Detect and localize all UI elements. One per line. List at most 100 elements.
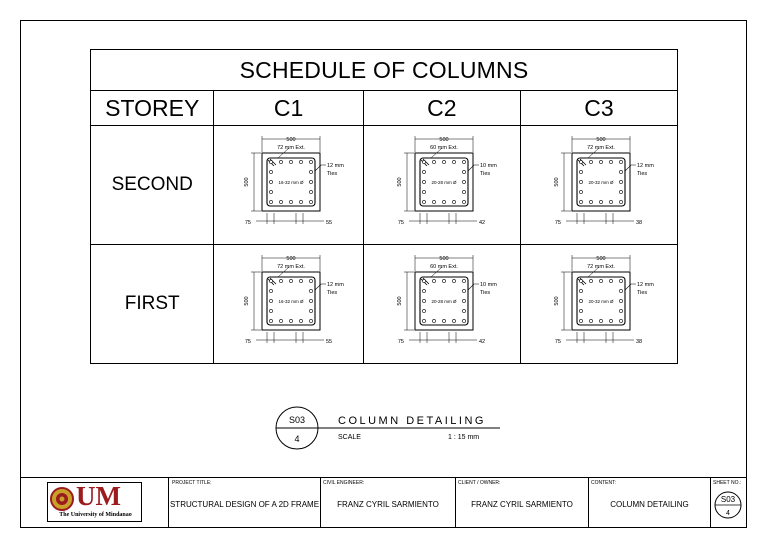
rebar-dot — [461, 200, 466, 204]
schedule-row-second: SECOND 500 72 mm Ext. 500 16-32 mm Ø 12 mm Ø… — [89, 125, 679, 245]
rebar-dot — [589, 279, 593, 283]
rebar-dot — [579, 309, 583, 313]
header-c3: C3 — [519, 90, 679, 126]
title-block-divider — [320, 477, 321, 527]
rebar-dot — [579, 200, 583, 204]
rebar-dot — [461, 160, 466, 164]
column-outline — [571, 152, 631, 212]
rebar-dot — [268, 180, 273, 184]
rebar-label: 16-32 mm Ø — [278, 180, 304, 185]
rebar-label: 20-28 mm Ø — [431, 180, 457, 185]
header-storey: STOREY — [89, 90, 215, 126]
rebar-dot — [421, 200, 426, 204]
rebar-dot — [288, 200, 293, 204]
rebar-dot — [619, 319, 623, 323]
rebar-label: 16-32 mm Ø — [278, 299, 304, 304]
rebar-dot — [268, 289, 273, 293]
dim-left-cover: 75 — [244, 220, 250, 226]
rebar-dot — [308, 180, 313, 184]
rebar-dot — [579, 289, 583, 293]
ties-size-label: 10 mm Ø — [480, 282, 497, 288]
dim-left-cover: 75 — [398, 220, 404, 226]
ties-size-label: 12 mm Ø — [327, 163, 344, 169]
storey-label-second: SECOND — [89, 125, 215, 245]
ext-leader — [430, 147, 442, 159]
title-block-divider — [455, 477, 456, 527]
rebar-dot — [461, 319, 466, 323]
ties-word-label: Ties — [637, 290, 647, 296]
title-block-top-line — [20, 477, 747, 478]
rebar-dot — [589, 160, 593, 164]
column-outline — [414, 152, 474, 212]
rebar-dot — [278, 160, 283, 164]
rebar-dot — [298, 279, 303, 283]
drawing-sheet-border — [20, 20, 747, 528]
rebar-dot — [441, 160, 446, 164]
sheet-no-label: SHEET NO.: — [713, 480, 742, 486]
tie-leader — [314, 164, 326, 172]
rebar-dot — [461, 309, 466, 313]
rebar-dot — [421, 180, 426, 184]
dim-height-label: 500 — [554, 177, 560, 186]
ties-word-label: Ties — [637, 171, 647, 177]
dim-width-label: 500 — [439, 137, 448, 143]
detail-scale-value: 1 : 15 mm — [448, 434, 479, 441]
rebar-dot — [308, 190, 313, 194]
sheet-sub-number: 4 — [726, 510, 730, 517]
tie-leader — [624, 283, 636, 291]
tie-stirrup — [576, 276, 626, 326]
rebar-dot — [308, 319, 313, 323]
rebar-dot — [268, 160, 273, 164]
ext-label: 72 mm Ext. — [587, 264, 615, 270]
rebar-dot — [431, 200, 436, 204]
rebar-dot — [308, 170, 313, 174]
tie-stirrup — [576, 157, 626, 207]
rebar-dot — [619, 170, 623, 174]
rebar-dot — [619, 289, 623, 293]
rebar-dot — [619, 180, 623, 184]
tie-stirrup — [266, 276, 316, 326]
ties-size-label: 12 mm Ø — [637, 163, 654, 169]
content-value: COLUMN DETAILING — [610, 500, 689, 509]
rebar-dot — [421, 309, 426, 313]
rebar-dot — [441, 200, 446, 204]
rebar-dot — [441, 319, 446, 323]
rebar-dot — [451, 160, 456, 164]
rebar-dot — [278, 279, 283, 283]
rebar-dot — [268, 319, 273, 323]
client-owner: FRANZ CYRIL SARMIENTO — [471, 500, 573, 509]
rebar-dot — [619, 279, 623, 283]
rebar-dot — [599, 200, 603, 204]
header-c1: C1 — [213, 90, 364, 126]
rebar-dot — [421, 289, 426, 293]
rebar-dot — [609, 279, 613, 283]
dim-right-cover: 38 — [636, 220, 642, 226]
rebar-dot — [451, 319, 456, 323]
ties-size-label: 12 mm Ø — [637, 282, 654, 288]
ext-label: 72 mm Ext. — [587, 145, 615, 151]
rebar-dot — [308, 309, 313, 313]
dim-height-label: 500 — [397, 177, 403, 186]
schedule-title: SCHEDULE OF COLUMNS — [90, 49, 678, 91]
client-label: CLIENT / OWNER: — [458, 480, 501, 486]
rebar-dot — [268, 200, 273, 204]
rebar-dot — [431, 319, 436, 323]
rebar-dot — [441, 279, 446, 283]
rebar-dot — [461, 180, 466, 184]
detail-title: COLUMN DETAILING — [338, 415, 486, 427]
university-seal-icon — [50, 487, 74, 511]
ext-label: 72 mm Ext. — [277, 145, 305, 151]
rebar-dot — [619, 200, 623, 204]
ties-word-label: Ties — [480, 171, 490, 177]
tie-leader — [624, 164, 636, 172]
tie-stirrup — [419, 276, 469, 326]
rebar-dot — [298, 160, 303, 164]
dim-right-cover: 42 — [479, 339, 485, 345]
schedule-header-row: STOREY C1 C2 C3 — [89, 90, 679, 126]
rebar-dot — [609, 200, 613, 204]
rebar-dot — [461, 190, 466, 194]
